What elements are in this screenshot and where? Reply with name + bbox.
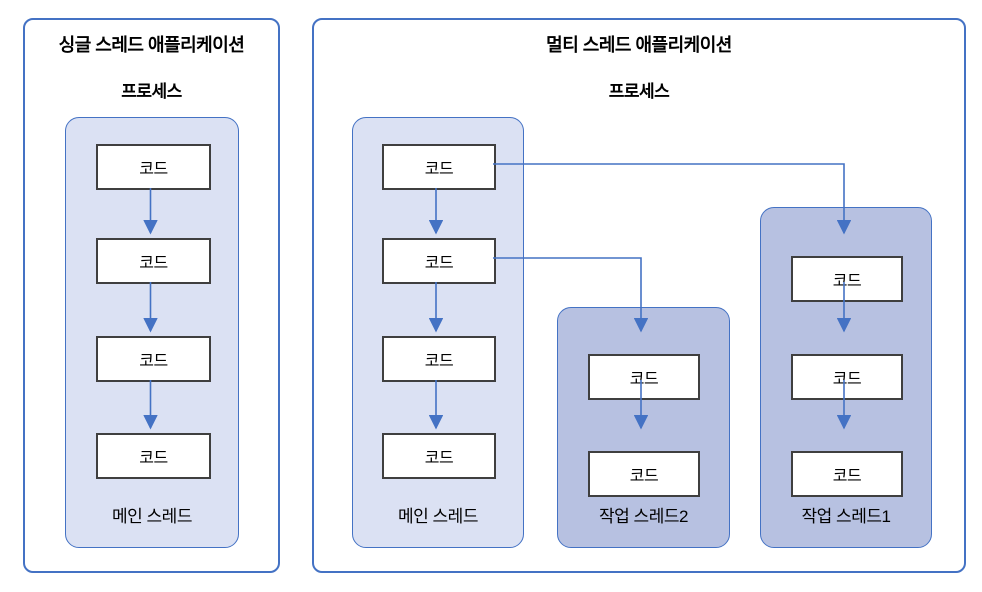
code-box: 코드 <box>96 238 211 284</box>
code-box: 코드 <box>382 144 496 190</box>
worker-thread-2-label: 작업 스레드2 <box>599 507 688 526</box>
code-box: 코드 <box>791 256 903 302</box>
worker-thread-2-container: 코드 코드 작업 스레드2 <box>557 307 730 548</box>
multi-thread-panel: 멀티 스레드 애플리케이션 프로세스 코드 코드 코드 코드 메인 스레드 코드… <box>312 18 966 573</box>
code-box: 코드 <box>96 433 211 479</box>
code-box: 코드 <box>588 451 700 497</box>
multi-main-thread-label: 메인 스레드 <box>398 507 478 526</box>
code-box: 코드 <box>382 238 496 284</box>
single-main-thread-label: 메인 스레드 <box>112 507 192 526</box>
worker-thread-1-label: 작업 스레드1 <box>801 507 891 526</box>
code-box: 코드 <box>588 354 700 400</box>
single-panel-title: 싱글 스레드 애플리케이션 <box>58 35 245 55</box>
single-process-label: 프로세스 <box>121 82 182 101</box>
single-thread-panel: 싱글 스레드 애플리케이션 프로세스 코드 코드 코드 코드 메인 스레드 <box>23 18 280 573</box>
code-box: 코드 <box>382 433 496 479</box>
code-box: 코드 <box>96 336 211 382</box>
multi-main-thread-container: 코드 코드 코드 코드 메인 스레드 <box>352 117 524 548</box>
code-box: 코드 <box>382 336 496 382</box>
code-box: 코드 <box>96 144 211 190</box>
multi-process-label: 프로세스 <box>608 82 670 101</box>
worker-thread-1-container: 코드 코드 코드 작업 스레드1 <box>760 207 932 548</box>
multi-panel-title: 멀티 스레드 애플리케이션 <box>546 35 732 55</box>
code-box: 코드 <box>791 451 903 497</box>
single-main-thread-container: 코드 코드 코드 코드 메인 스레드 <box>65 117 239 548</box>
code-box: 코드 <box>791 354 903 400</box>
